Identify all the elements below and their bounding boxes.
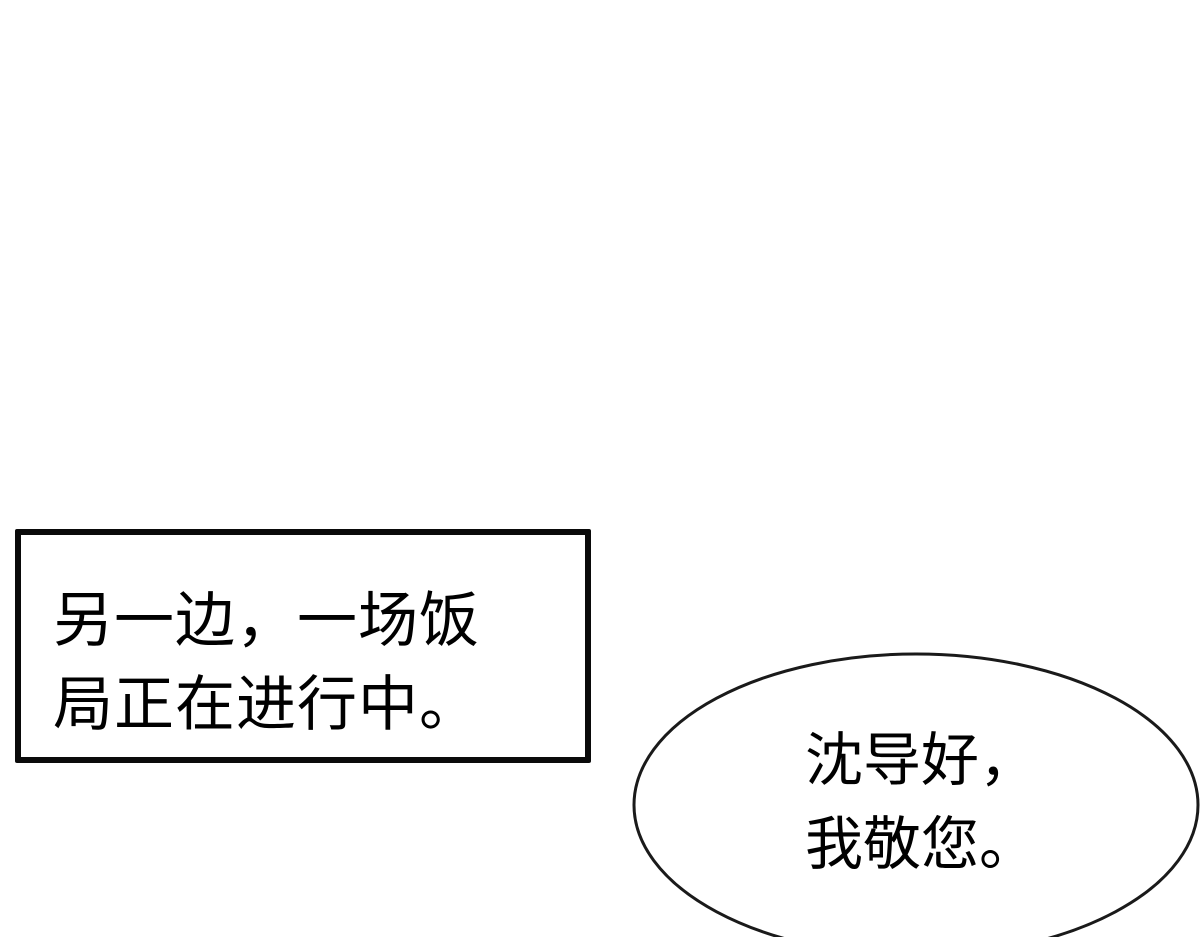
speech-bubble-text: 沈导好， 我敬您。 [805,718,1037,886]
caption-line-2: 局正在进行中。 [53,670,480,740]
narration-caption-box: 另一边，一场饭 局正在进行中。 [15,529,591,763]
narration-caption-text: 另一边，一场饭 局正在进行中。 [53,579,480,747]
bubble-line-1: 沈导好， [805,726,1038,794]
caption-line-1: 另一边，一场饭 [53,586,480,656]
bubble-line-2: 我敬您。 [805,810,1038,878]
